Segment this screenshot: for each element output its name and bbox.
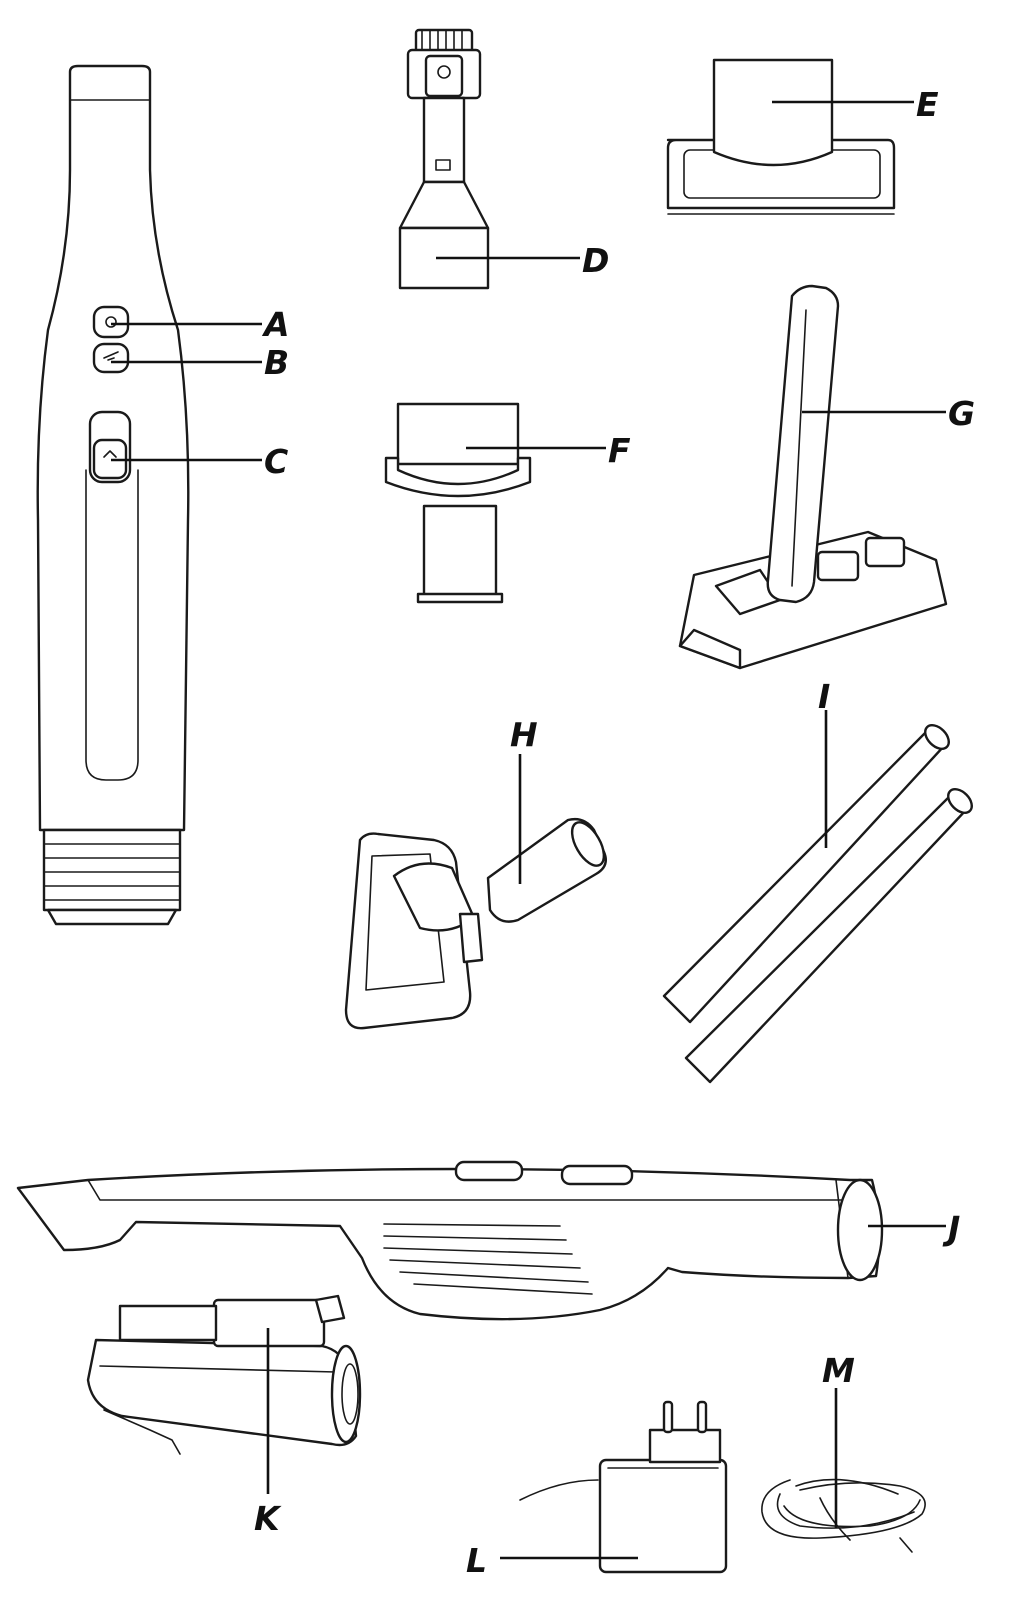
label-d: D xyxy=(582,241,609,280)
label-c: C xyxy=(264,442,288,481)
label-i: I xyxy=(818,677,830,716)
horizontal-unit xyxy=(16,1160,884,1321)
crevice-brush-nozzle xyxy=(398,28,490,290)
power-button xyxy=(92,305,130,339)
extension-tubes xyxy=(662,724,973,1084)
handheld-unit xyxy=(36,64,190,926)
label-b: B xyxy=(264,343,289,382)
label-a: A xyxy=(261,305,290,344)
upholstery-tool xyxy=(666,58,896,215)
label-h: H xyxy=(510,715,538,754)
boost-button xyxy=(92,342,130,374)
label-f: F xyxy=(608,431,631,470)
label-e: E xyxy=(916,85,939,124)
label-m: M xyxy=(822,1351,855,1390)
wide-nozzle xyxy=(384,402,532,604)
floor-head xyxy=(344,817,607,1030)
charging-cable xyxy=(761,1478,926,1553)
label-g: G xyxy=(948,394,975,433)
charger-adapter xyxy=(519,1400,728,1574)
label-k: K xyxy=(254,1499,282,1538)
part-labels: A B C D E F G H I J K L M xyxy=(254,85,975,1580)
label-l: L xyxy=(466,1541,487,1580)
dust-container xyxy=(86,1294,362,1455)
leader-lines xyxy=(111,100,946,1560)
label-j: J xyxy=(942,1209,960,1248)
charging-dock xyxy=(678,284,948,670)
